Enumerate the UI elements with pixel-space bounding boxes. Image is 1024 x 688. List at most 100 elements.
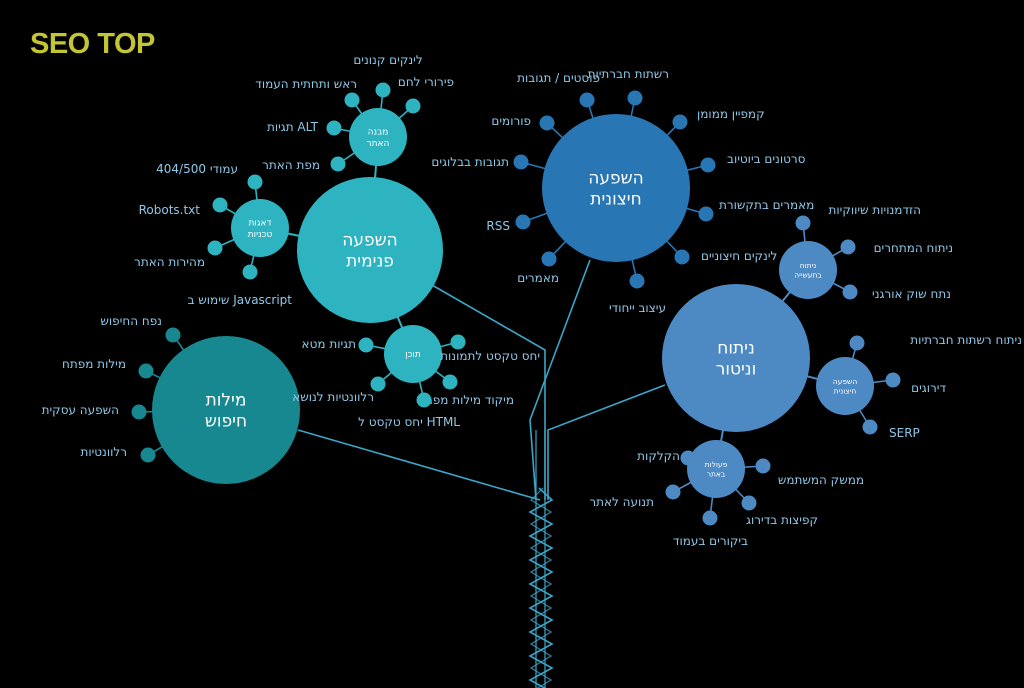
node-javascript bbox=[242, 264, 258, 280]
label-organic-market: נתח שוק אורגני bbox=[872, 287, 951, 301]
node-keywords bbox=[138, 363, 154, 379]
label-sponsored-campaign: קמפיין ממומן bbox=[697, 107, 765, 121]
node-youtube-videos bbox=[700, 157, 716, 173]
node-social-networks bbox=[627, 90, 643, 106]
node-marketing-opps bbox=[795, 215, 811, 231]
node-image-text bbox=[450, 334, 466, 350]
node-error-pages bbox=[247, 174, 263, 190]
branch-line bbox=[547, 384, 666, 500]
label-keyword-focus: מיקוד מילות מפתח bbox=[417, 393, 514, 407]
page-title: SEO TOP bbox=[30, 28, 155, 60]
node-robots bbox=[212, 197, 228, 213]
node-page-visits bbox=[702, 510, 718, 526]
label-site-speed: מהירות האתר bbox=[134, 255, 205, 269]
node-internal-links bbox=[375, 82, 391, 98]
node-articles bbox=[541, 251, 557, 267]
label-site-traffic: תנועה לאתר bbox=[589, 495, 654, 509]
node-posts-replies bbox=[579, 92, 595, 108]
branch-line bbox=[297, 429, 541, 501]
node-forums bbox=[539, 115, 555, 131]
label-sitemap: מפת האתר bbox=[262, 158, 320, 172]
node-clicks bbox=[680, 450, 696, 466]
node-rss bbox=[515, 214, 531, 230]
label-posts-replies: פוסטים / תגובות bbox=[517, 71, 600, 85]
label-youtube-videos: סרטונים ביוטיוב bbox=[727, 152, 806, 166]
node-press-articles bbox=[698, 206, 714, 222]
node-user-interface bbox=[755, 458, 771, 474]
label-alt-tags: תגיות ALT bbox=[267, 120, 319, 134]
subhub-site-structure-circle bbox=[349, 108, 407, 166]
label-html-text: יחס טקסט ל HTML bbox=[358, 415, 460, 429]
subhub-industry-analysis-circle bbox=[779, 241, 837, 299]
hub-external-impact-circle bbox=[542, 114, 690, 262]
trunk-zigzag-b bbox=[529, 487, 553, 688]
node-ranking-jumps bbox=[741, 495, 757, 511]
label-page-header: ראש ותחתית העמוד bbox=[255, 77, 357, 91]
label-relevance: רלוונטיות bbox=[80, 445, 127, 459]
label-error-pages: עמודי 404/500 bbox=[156, 162, 238, 176]
label-ranking-jumps: קפיצות בדירוג bbox=[746, 513, 818, 527]
node-social-analysis bbox=[849, 335, 865, 351]
subhub-content-label: תוכן bbox=[405, 350, 421, 360]
node-blog-comments bbox=[513, 154, 529, 170]
label-serp: SERP bbox=[889, 426, 920, 440]
node-html-text bbox=[416, 392, 432, 408]
label-rankings: דירוגים bbox=[911, 381, 946, 395]
label-internal-links: לינקים קנונים bbox=[353, 53, 422, 67]
label-marketing-opps: הזדמנויות שיווקיות bbox=[828, 203, 921, 217]
node-sponsored-campaign bbox=[672, 114, 688, 130]
hub-analysis-circle bbox=[662, 284, 810, 432]
subhub-external-impact-circle bbox=[816, 357, 874, 415]
node-competitor-analysis bbox=[840, 239, 856, 255]
label-articles: מאמרים bbox=[517, 271, 559, 285]
node-meta-tags bbox=[358, 337, 374, 353]
node-page-header bbox=[344, 92, 360, 108]
node-site-speed bbox=[207, 240, 223, 256]
label-keywords: מילות מפתח bbox=[62, 357, 126, 371]
node-relevance bbox=[140, 447, 156, 463]
node-search-volume bbox=[165, 327, 181, 343]
label-meta-tags: תגיות מטא bbox=[302, 337, 356, 351]
label-topic-relevance: רלוונטיות לנושא bbox=[292, 390, 374, 404]
label-page-visits: ביקורים בעמוד bbox=[673, 534, 748, 548]
hub-internal-impact-circle bbox=[297, 177, 443, 323]
subhub-on-site-actions-circle bbox=[687, 440, 745, 498]
label-external-links: לינקים חיצוניים bbox=[701, 249, 777, 263]
label-unique-design: עיצוב ייחודי bbox=[609, 301, 666, 315]
subhub-content-circle bbox=[384, 325, 442, 383]
branch-line bbox=[529, 259, 591, 501]
label-rss: RSS bbox=[486, 219, 510, 233]
node-site-traffic bbox=[665, 484, 681, 500]
label-social-analysis: ניתוח רשתות חברתיות bbox=[910, 333, 1022, 347]
label-menu-items: פירורי לחם bbox=[398, 75, 454, 89]
node-organic-market bbox=[842, 284, 858, 300]
subhub-technical-circle bbox=[231, 199, 289, 257]
label-robots: Robots.txt bbox=[139, 203, 201, 217]
label-competitor-analysis: ניתוח המתחרים bbox=[874, 241, 953, 255]
label-user-interface: ממשק המשתמש bbox=[778, 473, 864, 487]
label-social-networks: רשתות חברתיות bbox=[588, 67, 669, 81]
label-blog-comments: תגובות בבלוגים bbox=[431, 155, 509, 169]
node-external-links bbox=[674, 249, 690, 265]
label-press-articles: מאמרים בתקשורת bbox=[719, 198, 814, 212]
label-forums: פורומים bbox=[491, 114, 531, 128]
node-topic-relevance bbox=[370, 376, 386, 392]
label-javascript: שימוש ב Javascript bbox=[188, 293, 293, 307]
node-keyword-focus bbox=[442, 374, 458, 390]
node-unique-design bbox=[629, 273, 645, 289]
label-business-impact: השפעה עסקית bbox=[42, 403, 119, 417]
node-rankings bbox=[885, 372, 901, 388]
label-image-text: יחס טקסט לתמונות bbox=[440, 349, 540, 363]
branch-line bbox=[431, 284, 546, 500]
hub-keywords-circle bbox=[152, 336, 300, 484]
